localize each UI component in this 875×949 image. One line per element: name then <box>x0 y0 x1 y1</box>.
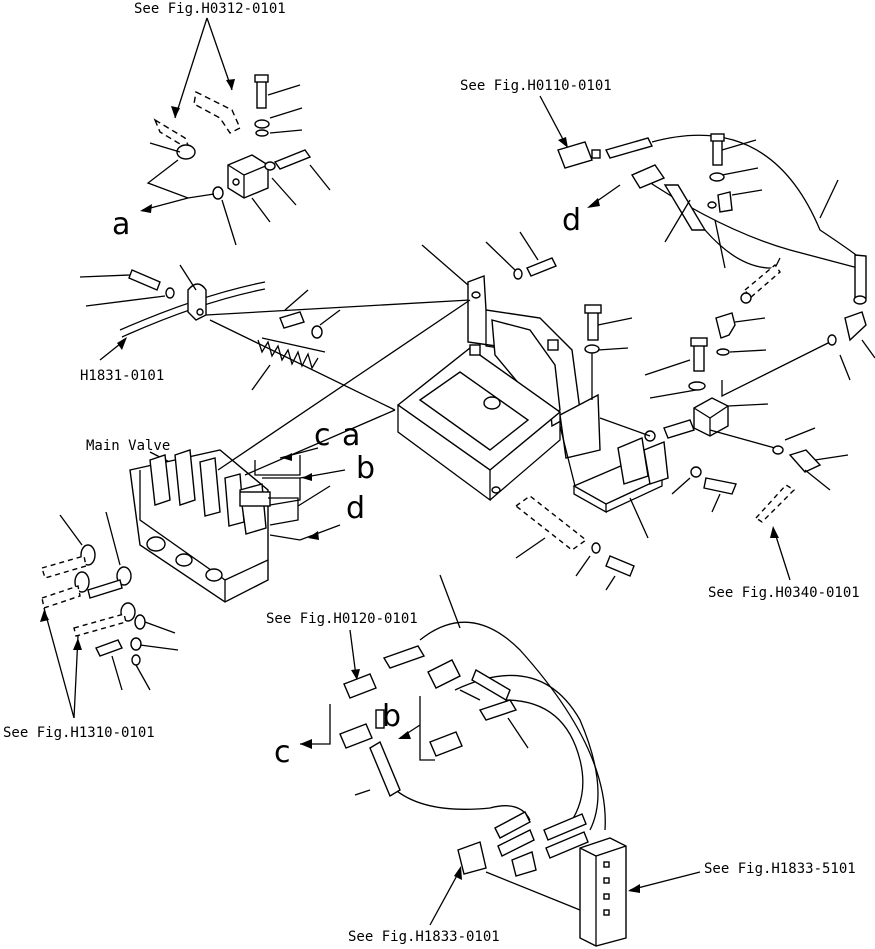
ref-label-h1833-5101: See Fig.H1833-5101 <box>704 861 856 877</box>
connection-letter-b-bottom: b <box>382 699 401 734</box>
connection-letter-a-top: a <box>112 207 130 242</box>
spring-bolt-set <box>251 289 341 391</box>
ref-label-h0312: See Fig.H0312-0101 <box>134 1 286 17</box>
lower-middle-tube <box>514 495 635 591</box>
ref-label-h0110: See Fig.H0110-0101 <box>460 78 612 94</box>
bottom-hose-group <box>300 574 701 947</box>
connection-letter-b-valve: b <box>356 451 375 486</box>
ref-label-h0120: See Fig.H0120-0101 <box>266 611 418 627</box>
connection-letter-a-valve: a <box>342 418 360 453</box>
ref-label-h1833-0101: See Fig.H1833-0101 <box>348 929 500 945</box>
clamp-group <box>79 264 471 411</box>
main-valve-label: Main Valve <box>86 438 170 454</box>
right-valve-block <box>584 304 875 581</box>
connection-letter-c-bottom: c <box>274 735 291 770</box>
top-left-block-group <box>140 17 331 246</box>
valve-mount-bolts <box>40 511 179 719</box>
ref-label-h1310: See Fig.H1310-0101 <box>3 725 155 741</box>
connection-letter-c-valve: c <box>314 418 331 453</box>
ref-label-h1831: H1831-0101 <box>80 368 164 384</box>
ref-label-h0340: See Fig.H0340-0101 <box>708 585 860 601</box>
top-right-hose-group <box>539 95 867 305</box>
connection-letter-d-top: d <box>562 203 581 238</box>
lower-bracket-plate <box>559 425 737 539</box>
connection-letter-d-valve: d <box>346 491 365 526</box>
bracket-frame <box>396 231 601 502</box>
main-valve <box>129 299 471 603</box>
